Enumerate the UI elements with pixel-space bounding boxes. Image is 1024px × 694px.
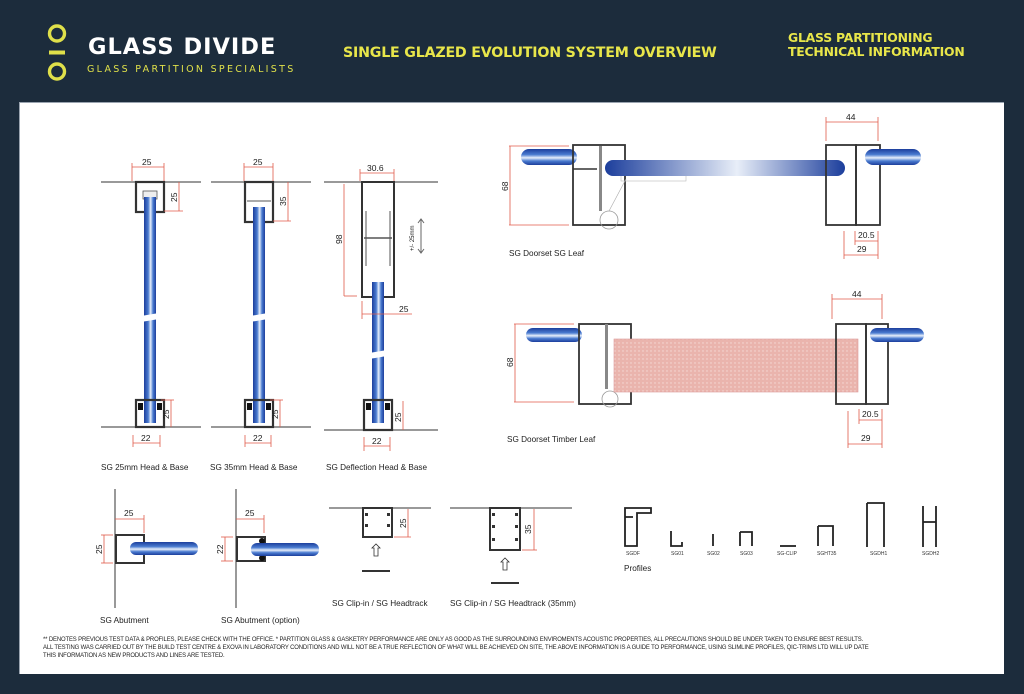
drawing-clip-headtrack: 25 [329,507,431,572]
profile-label: SGDH2 [922,551,939,557]
caption-clip-headtrack-35: SG Clip-in / SG Headtrack (35mm) [450,599,577,608]
profile-sght35 [817,525,834,546]
caption-doorset-sg-leaf: SG Doorset SG Leaf [509,249,585,258]
dim-head-width: 30.6 [367,163,384,173]
dim-base-height: 25 [270,409,280,419]
disclaimer-line-2: ALL TESTING WAS CARRIED OUT BY THE BUILD… [43,644,869,651]
caption-head-base-25: SG 25mm Head & Base [101,463,189,472]
profile-label: SG03 [740,551,753,557]
document-title: SINGLE GLAZED EVOLUTION SYSTEM OVERVIEW [343,45,717,61]
dim-height: 35 [523,524,533,534]
profile-sgdh1 [866,502,885,547]
profile-label: SG02 [707,551,720,557]
dim-base-height: 25 [393,412,403,422]
drawing-doorset-timber-leaf: 68 44 20.5 29 [505,289,924,448]
dim-head-width: 25 [253,157,263,167]
profile-label: SGHT35 [817,551,837,557]
dim-height: 25 [94,544,104,554]
profile-sg03 [739,531,753,546]
dim-frame-width: 44 [846,112,856,122]
drawing-head-base-35: 25 35 25 22 [211,157,311,447]
brand-tagline: GLASS PARTITION SPECIALISTS [87,64,296,75]
dim-width: 25 [124,508,134,518]
deflection-note: +/- 25mm [410,225,416,251]
drawing-abutment-option: 25 22 [215,489,319,608]
dim-rebate-2: 29 [861,433,871,443]
dim-base-height: 25 [161,409,171,419]
dim-rebate-1: 20.5 [858,230,875,240]
caption-abutment: SG Abutment [100,616,149,625]
dim-height: 22 [215,544,225,554]
profile-sgdf [624,507,652,547]
dim-height: 68 [505,357,515,367]
section-title-line1: GLASS PARTITIONING [788,30,933,45]
dim-width: 25 [245,508,255,518]
dim-glass-width: 25 [399,304,409,314]
drawing-doorset-sg-leaf: 68 44 20.5 29 [500,112,921,259]
caption-head-base-35: SG 35mm Head & Base [210,463,298,472]
drawing-head-base-25: 25 25 25 22 [101,157,201,447]
dim-base-width: 22 [253,433,263,443]
dim-base-width: 22 [372,436,382,446]
profile-label: SG-CLIP [777,551,798,557]
dim-height: 25 [398,518,408,528]
dim-head-height: 25 [169,192,179,202]
caption-abutment-option: SG Abutment (option) [221,616,300,625]
disclaimer-line-1: ** DENOTES PREVIOUS TEST DATA & PROFILES… [43,636,864,643]
disclaimer-footer: ** DENOTES PREVIOUS TEST DATA & PROFILES… [43,636,869,660]
caption-clip-headtrack: SG Clip-in / SG Headtrack [332,599,428,608]
dim-frame-width: 44 [852,289,862,299]
profile-label: SG01 [671,551,684,557]
logo-icon [47,24,67,81]
profile-label: SGDF [626,551,640,557]
dim-base-width: 22 [141,433,151,443]
drawing-deflection: 30.6 98 +/- 25mm 25 25 22 [324,163,438,451]
dim-head-height: 35 [278,196,288,206]
profile-label: SGDH1 [870,551,887,557]
brand-name: GLASS DIVIDE [88,34,277,60]
technical-drawings: 25 25 25 22 25 35 25 22 [94,112,939,608]
caption-profiles: Profiles [624,564,652,573]
disclaimer-line-3: THIS INFORMATION AS NEW PRODUCTS AND LIN… [43,652,225,659]
dim-rebate-1: 20.5 [862,409,879,419]
drawing-abutment: 25 25 [94,489,198,608]
profiles-row [624,502,937,547]
section-title-line2: TECHNICAL INFORMATION [788,44,965,59]
drawing-clip-headtrack-35: 35 [450,507,572,584]
caption-deflection: SG Deflection Head & Base [326,463,428,472]
profile-labels: SGDF SG01 SG02 SG03 SG-CLIP SGHT35 SGDH1… [626,551,939,557]
dim-height: 68 [500,181,510,191]
dim-head-height: 98 [334,234,344,244]
dim-head-width: 25 [142,157,152,167]
profile-sgdh2 [922,506,937,547]
drawing-sheet: 25 25 25 22 25 35 25 22 [19,102,1004,674]
caption-doorset-timber-leaf: SG Doorset Timber Leaf [507,435,596,444]
dim-rebate-2: 29 [857,244,867,254]
section-title: GLASS PARTITIONING TECHNICAL INFORMATION [788,31,965,59]
profile-sg01 [670,531,683,547]
